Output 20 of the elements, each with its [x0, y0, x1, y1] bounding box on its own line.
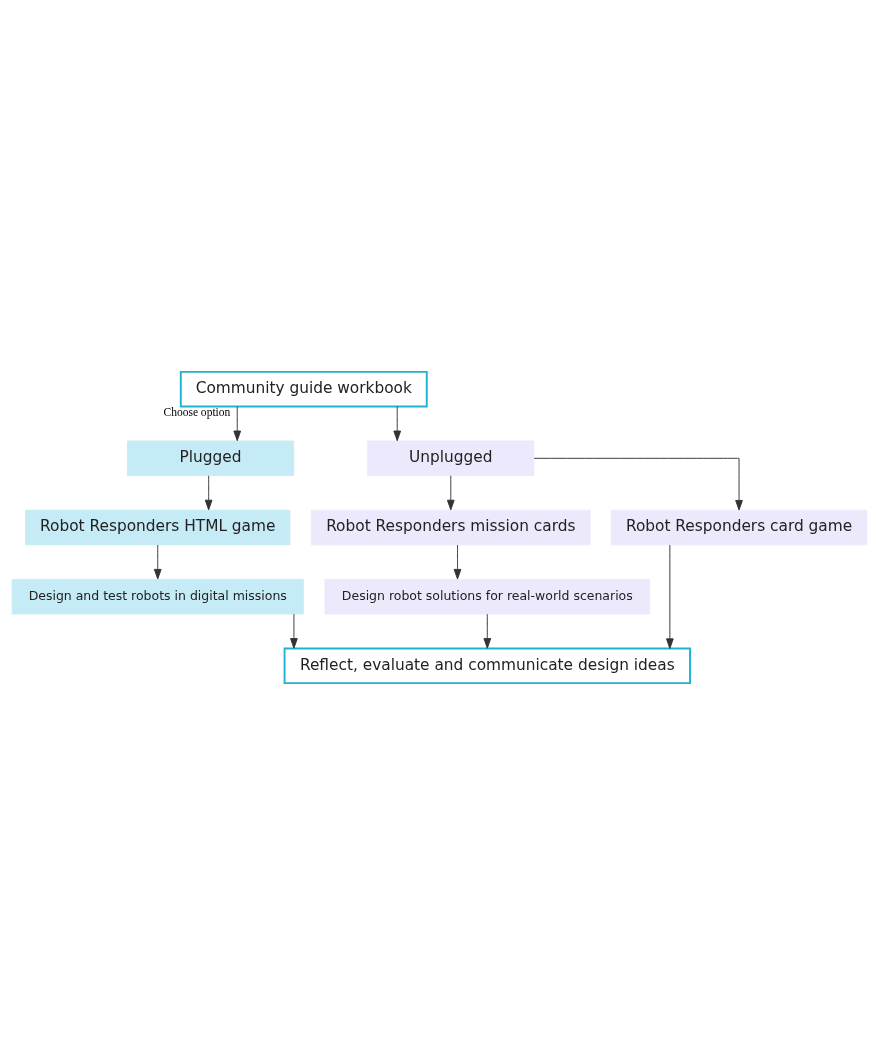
arrow — [233, 406, 242, 442]
arrow — [290, 613, 298, 649]
arrow — [666, 544, 674, 649]
node-box: Reflect, evaluate and communicate design ideas — [283, 647, 691, 685]
arrow — [483, 613, 492, 649]
node-box: Design and test robots in digital missions — [11, 578, 304, 615]
arrow — [533, 457, 743, 511]
node-box: Robot Responders HTML game — [25, 509, 291, 546]
edge-label: Choose option — [163, 405, 231, 418]
node-box: Unplugged — [367, 440, 535, 477]
arrow — [153, 544, 162, 580]
node-box: Robot Responders mission cards — [311, 509, 591, 546]
node-box: Plugged — [127, 440, 295, 477]
node-box: Design robot solutions for real-world scenarios — [324, 578, 651, 615]
arrow — [393, 406, 402, 442]
node-box: Community guide workbook — [179, 370, 428, 408]
arrow — [204, 475, 213, 511]
arrow — [453, 544, 462, 580]
node-box: Robot Responders card game — [610, 509, 868, 546]
arrow — [446, 475, 455, 511]
